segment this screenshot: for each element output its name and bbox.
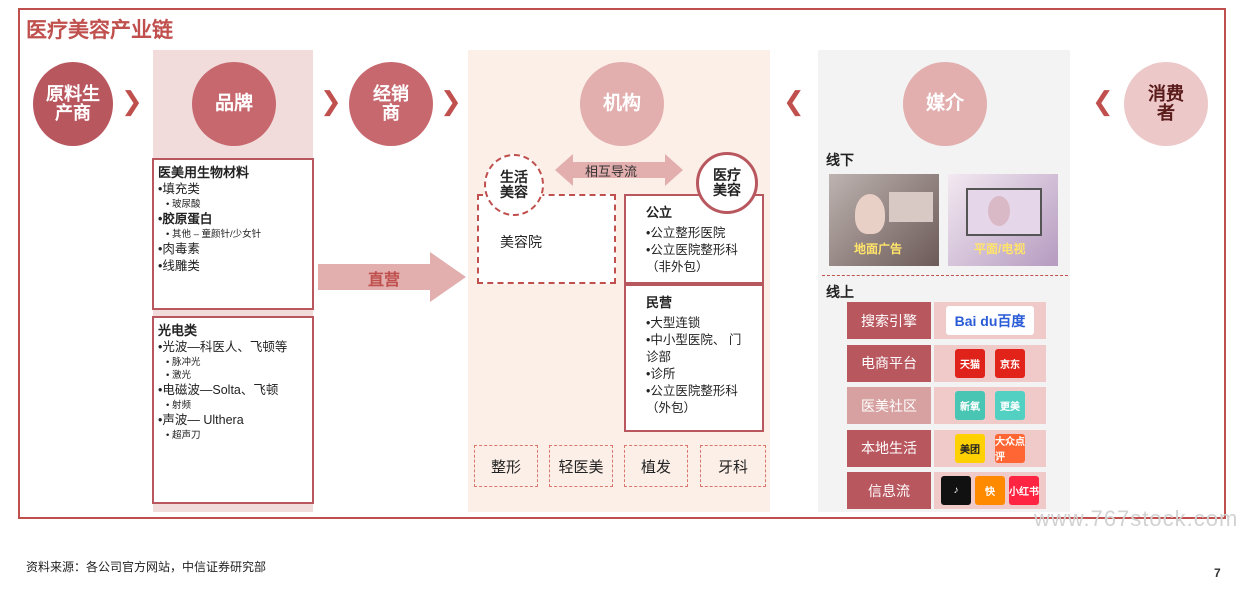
- brand-node: 品牌: [192, 62, 276, 146]
- online-heading: 线上: [826, 284, 854, 300]
- gengmei-logo: 更美: [995, 391, 1025, 420]
- bio-materials-box: 医美用生物材料 •填充类 • 玻尿酸 •胶原蛋白 • 其他 – 童颜针/少女针 •肉毒素…: [152, 158, 314, 310]
- optical-item: • 脉冲光: [166, 357, 201, 368]
- public-list: •公立整形医院 •公立医院整形科 （非外包）: [646, 225, 742, 276]
- institution-node: 机构: [580, 62, 664, 146]
- watermark: www.767stock.com: [1034, 506, 1239, 531]
- bio-materials-list: •填充类 • 玻尿酸 •胶原蛋白 • 其他 – 童颜针/少女针 •肉毒素 •线雕类: [158, 181, 308, 275]
- bio-material-item: • 其他 – 童颜针/少女针: [166, 229, 262, 240]
- service-2: 植发: [624, 445, 688, 487]
- service-1: 轻医美: [549, 445, 613, 487]
- xiaohongshu-logo: 小红书: [1009, 476, 1039, 505]
- optical-item: • 激光: [166, 370, 191, 381]
- service-3: 牙科: [700, 445, 766, 487]
- service-0: 整形: [474, 445, 538, 487]
- chevron-left-icon: ❮: [1092, 86, 1114, 116]
- direct-sales-label: 直营: [368, 272, 401, 289]
- optical-item: •声波— Ulthera: [158, 413, 244, 427]
- diagram-frame: [18, 8, 1226, 519]
- optical-item: • 超声刀: [166, 430, 201, 441]
- channel-label: 信息流: [847, 472, 931, 509]
- medical-beauty-circle: 医疗美容: [696, 152, 758, 214]
- dianping-logo: 大众点评: [995, 433, 1025, 463]
- channel-logo-cell: [934, 344, 1046, 382]
- life-beauty-circle: 生活美容: [484, 154, 544, 216]
- mutual-flow-arrow: [555, 154, 683, 186]
- kuaishou-logo: 快: [975, 476, 1005, 505]
- chevron-right-icon: ❯: [121, 86, 143, 116]
- private-item: •诊所: [646, 367, 676, 381]
- public-item: （非外包）: [646, 260, 709, 274]
- bio-material-item: •胶原蛋白: [158, 212, 213, 226]
- private-heading: 民营: [646, 295, 673, 310]
- consumer-node: 消费者: [1124, 62, 1208, 146]
- bio-material-item: •肉毒素: [158, 242, 200, 256]
- page-number: 7: [1214, 566, 1221, 580]
- supplier-node: 原料生产商: [33, 62, 113, 146]
- baidu-logo: Bai du百度: [946, 306, 1034, 335]
- chevron-right-icon: ❯: [320, 86, 342, 116]
- optical-heading: 光电类: [158, 323, 198, 338]
- private-item: •中小型医院、 门: [646, 333, 742, 347]
- tmall-logo: 天猫: [955, 348, 985, 378]
- private-item: 诊部: [646, 350, 672, 364]
- channel-label: 医美社区: [847, 387, 931, 424]
- douyin-logo: ♪: [941, 476, 971, 505]
- private-item: （外包）: [646, 401, 697, 415]
- meituan-logo: 美团: [955, 433, 985, 463]
- channel-label: 本地生活: [847, 429, 931, 467]
- bio-material-item: •填充类: [158, 182, 200, 196]
- public-item: •公立医院整形科: [646, 243, 738, 257]
- private-item: •大型连锁: [646, 316, 701, 330]
- channel-logo-cell: [934, 429, 1046, 467]
- public-heading: 公立: [646, 205, 673, 220]
- private-item: •公立医院整形科: [646, 384, 738, 398]
- optical-item: •光波—科医人、飞顿等: [158, 340, 288, 354]
- private-box: 民营 •大型连锁 •中小型医院、 门诊部 •诊所 •公立医院整形科 （外包）: [624, 284, 764, 432]
- optical-box: 光电类 •光波—科医人、飞顿等 • 脉冲光 • 激光 •电磁波—Solta、飞顿 • 射…: [152, 316, 314, 504]
- ground-ad-image: [829, 174, 939, 266]
- channel-logo-cell: [934, 387, 1046, 424]
- ground-ad-label: 地面广告: [854, 242, 903, 256]
- distributor-node: 经销商: [349, 62, 433, 146]
- bio-material-item: •线雕类: [158, 259, 200, 273]
- channel-label: 电商平台: [847, 344, 931, 382]
- mutual-flow-label: 相互导流: [585, 164, 638, 179]
- print-tv-label: 平面/电视: [974, 242, 1026, 256]
- soyoung-logo: 新氧: [955, 391, 985, 420]
- offline-heading: 线下: [826, 152, 854, 168]
- source-note: 资料来源：各公司官方网站，中信证券研究部: [26, 560, 267, 574]
- chevron-right-icon: ❯: [440, 86, 462, 116]
- optical-item: •电磁波—Solta、飞顿: [158, 383, 279, 397]
- bio-material-item: • 玻尿酸: [166, 199, 201, 210]
- direct-sales-arrow: [318, 252, 468, 302]
- print-tv-image: [948, 174, 1058, 266]
- offline-online-divider: [822, 275, 1068, 276]
- jd-logo: 京东: [995, 348, 1025, 378]
- optical-list: •光波—科医人、飞顿等 • 脉冲光 • 激光 •电磁波—Solta、飞顿 • 射频 •声波…: [158, 339, 308, 442]
- media-node: 媒介: [903, 62, 987, 146]
- public-item: •公立整形医院: [646, 226, 726, 240]
- beauty-salon-label: 美容院: [500, 234, 542, 250]
- chevron-left-icon: ❮: [783, 86, 805, 116]
- channel-label: 搜索引擎: [847, 302, 931, 339]
- optical-item: • 射频: [166, 400, 191, 411]
- diagram-title: 医疗美容产业链: [26, 19, 173, 42]
- bio-materials-heading: 医美用生物材料: [158, 165, 250, 180]
- private-list: •大型连锁 •中小型医院、 门诊部 •诊所 •公立医院整形科 （外包）: [646, 315, 742, 417]
